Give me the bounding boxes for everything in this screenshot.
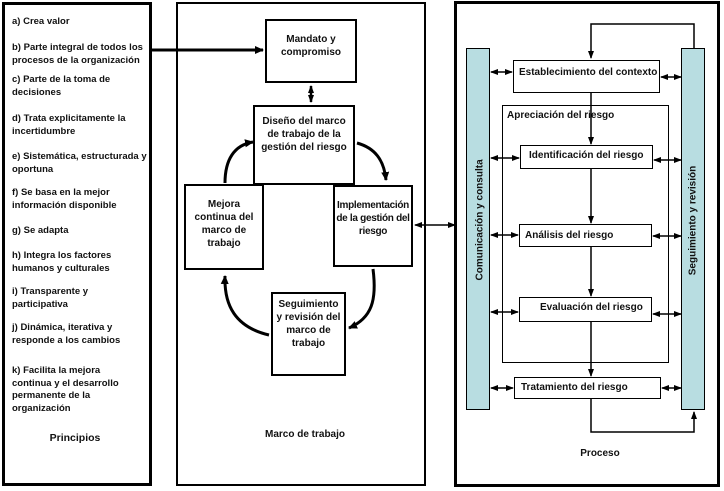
- evaluation-box: Evaluación del riesgo: [519, 297, 652, 322]
- principle-b: b) Parte integral de todos los procesos …: [12, 42, 143, 66]
- context-box: Establecimiento del contexto: [513, 60, 660, 93]
- mandate-box: Mandato y compromiso: [265, 19, 357, 83]
- identification-box: Identificación del riesgo: [520, 145, 653, 169]
- monitoring-box: Seguimiento y revisión del marco de trab…: [271, 292, 346, 376]
- improvement-box: Mejora continua del marco de trabajo: [184, 184, 264, 270]
- principle-g: g) Se adapta: [12, 225, 69, 236]
- treatment-box: Tratamiento del riesgo: [514, 377, 661, 399]
- principle-h: h) Integra los factores humanos y cultur…: [12, 250, 112, 274]
- principles-panel: [2, 2, 152, 486]
- principle-a: a) Crea valor: [12, 16, 70, 27]
- principle-k: k) Facilita la mejora continua y el desa…: [12, 365, 119, 414]
- principle-j: j) Dinámica, iterativa y responde a los …: [12, 322, 121, 346]
- principle-c: c) Parte de la toma de decisiones: [12, 74, 111, 98]
- principle-d: d) Trata explicitamente la incertidumbre: [12, 113, 126, 137]
- principle-f: f) Se basa en la mejor información dispo…: [12, 187, 117, 211]
- design-box: Diseño del marco de trabajo de la gestió…: [253, 105, 355, 185]
- implementation-box: Implementación de la gestión del riesgo: [333, 185, 413, 267]
- communication-bar: [466, 48, 490, 410]
- process-title: Proceso: [580, 448, 620, 459]
- framework-cycle-arrows: [220, 139, 390, 337]
- framework-title: Marco de trabajo: [264, 429, 346, 440]
- principles-title: Principios: [49, 432, 101, 444]
- monitoring-bar: [681, 48, 705, 410]
- analysis-box: Análisis del riesgo: [519, 224, 652, 247]
- assessment-label: Apreciación del riesgo: [507, 110, 615, 121]
- principle-e: e) Sistemática, estructurada y oportuna: [12, 151, 147, 175]
- principle-i: i) Transparente y participativa: [12, 286, 89, 310]
- communication-arrows: [490, 69, 520, 391]
- process-flow-arrows: [588, 23, 697, 433]
- monitoring-arrows: [652, 74, 682, 391]
